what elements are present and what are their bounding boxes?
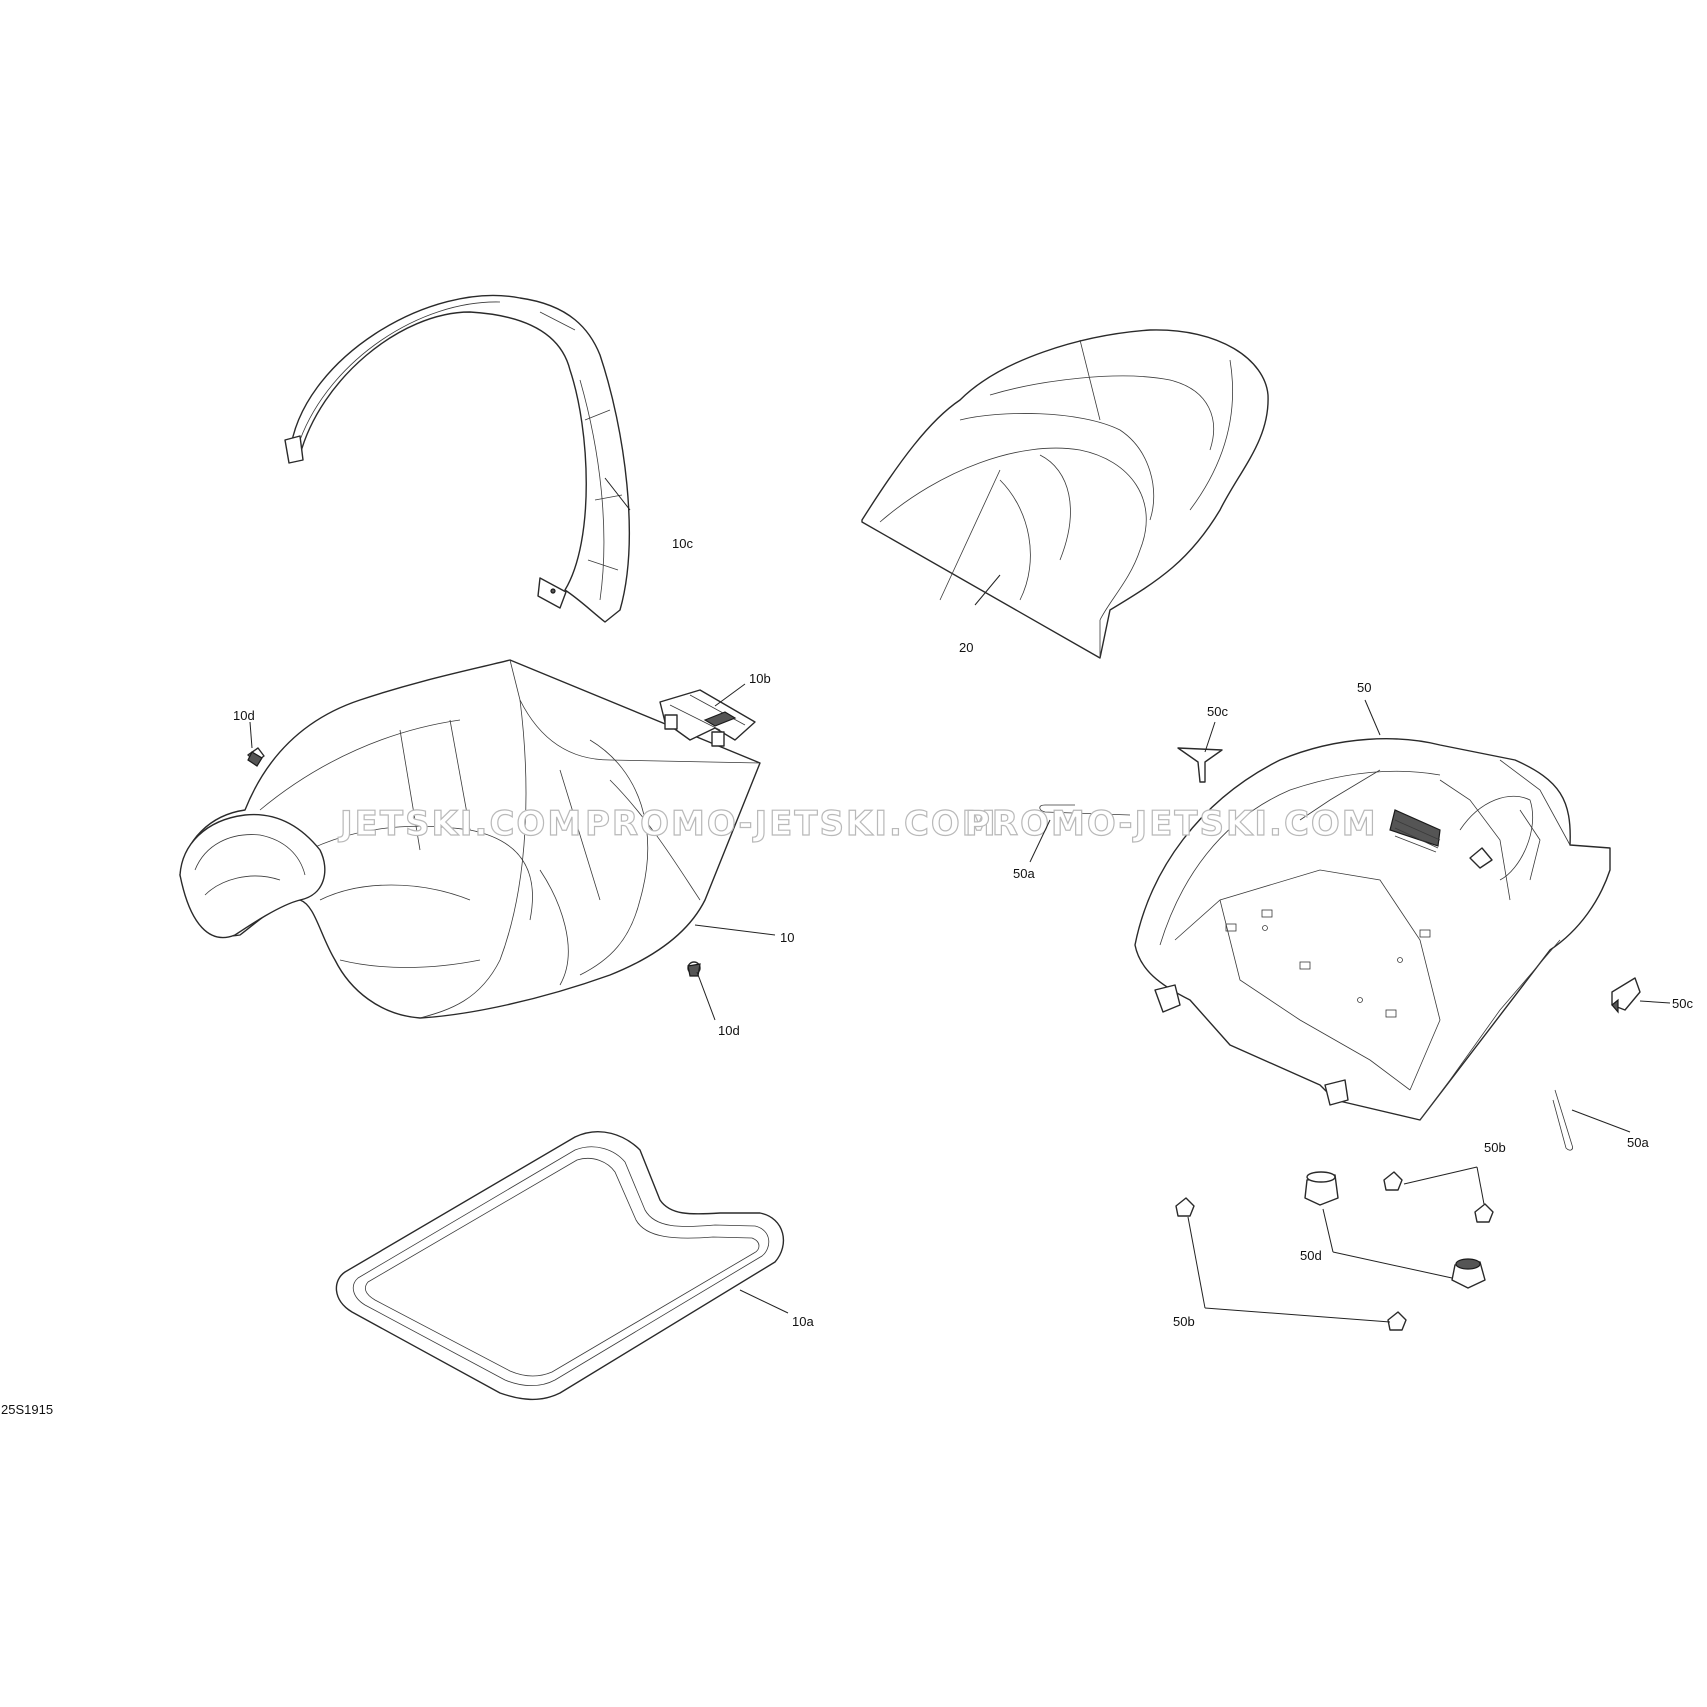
part-10-front-seat — [179, 659, 761, 1019]
watermark: JETSKI.COM PROMO-JETSKI.COM PROMO-JETSKI… — [337, 803, 1378, 844]
callout-50d: 50d — [1300, 1248, 1322, 1263]
callout-50: 50 — [1357, 680, 1371, 695]
callout-50a-right: 50a — [1627, 1135, 1649, 1150]
callout-50c-top: 50c — [1207, 704, 1228, 719]
callout-10: 10 — [780, 930, 794, 945]
callout-labels: 10c 20 10b 10d 10 10d 10a 50 50c 50a 50c… — [233, 536, 1693, 1329]
callout-50b-top: 50b — [1484, 1140, 1506, 1155]
part-50b-bumper-a — [1383, 1171, 1403, 1191]
part-50a-pin-left — [1039, 804, 1131, 816]
watermark-text-2: PROMO-JETSKI.COM — [585, 804, 998, 844]
part-50b-bumper-c — [1175, 1197, 1195, 1217]
part-50a-pin-right — [1552, 1089, 1573, 1151]
callout-50c-right: 50c — [1672, 996, 1693, 1011]
watermark-text-1: JETSKI.COM — [338, 804, 583, 844]
callout-10a: 10a — [792, 1314, 814, 1329]
part-20-rear-seat — [861, 329, 1269, 659]
diagram-id: 25S1915 — [1, 1402, 53, 1417]
callout-50b-bottom: 50b — [1173, 1314, 1195, 1329]
part-10d-clip-top — [247, 747, 265, 767]
part-50c-bracket-right — [1611, 977, 1641, 1014]
part-50d-grommet-a — [1304, 1171, 1339, 1206]
part-50b-bumper-b — [1474, 1203, 1494, 1223]
callout-10c: 10c — [672, 536, 693, 551]
callout-10d-bottom: 10d — [718, 1023, 740, 1038]
part-50d-grommet-b — [1451, 1258, 1486, 1289]
part-50c-bracket-top — [1177, 747, 1223, 783]
leader-lines — [249, 477, 1671, 1323]
callout-20: 20 — [959, 640, 973, 655]
watermark-text-3: PROMO-JETSKI.COM — [965, 804, 1378, 844]
part-10a-gasket — [335, 1131, 785, 1401]
part-10c-strap — [284, 294, 630, 623]
callout-10b: 10b — [749, 671, 771, 686]
callout-50a-left: 50a — [1013, 866, 1035, 881]
callout-10d-top: 10d — [233, 708, 255, 723]
part-10b-latch — [659, 689, 756, 747]
part-50-storage-bin — [1134, 738, 1611, 1121]
part-50b-bumper-d — [1387, 1311, 1407, 1331]
